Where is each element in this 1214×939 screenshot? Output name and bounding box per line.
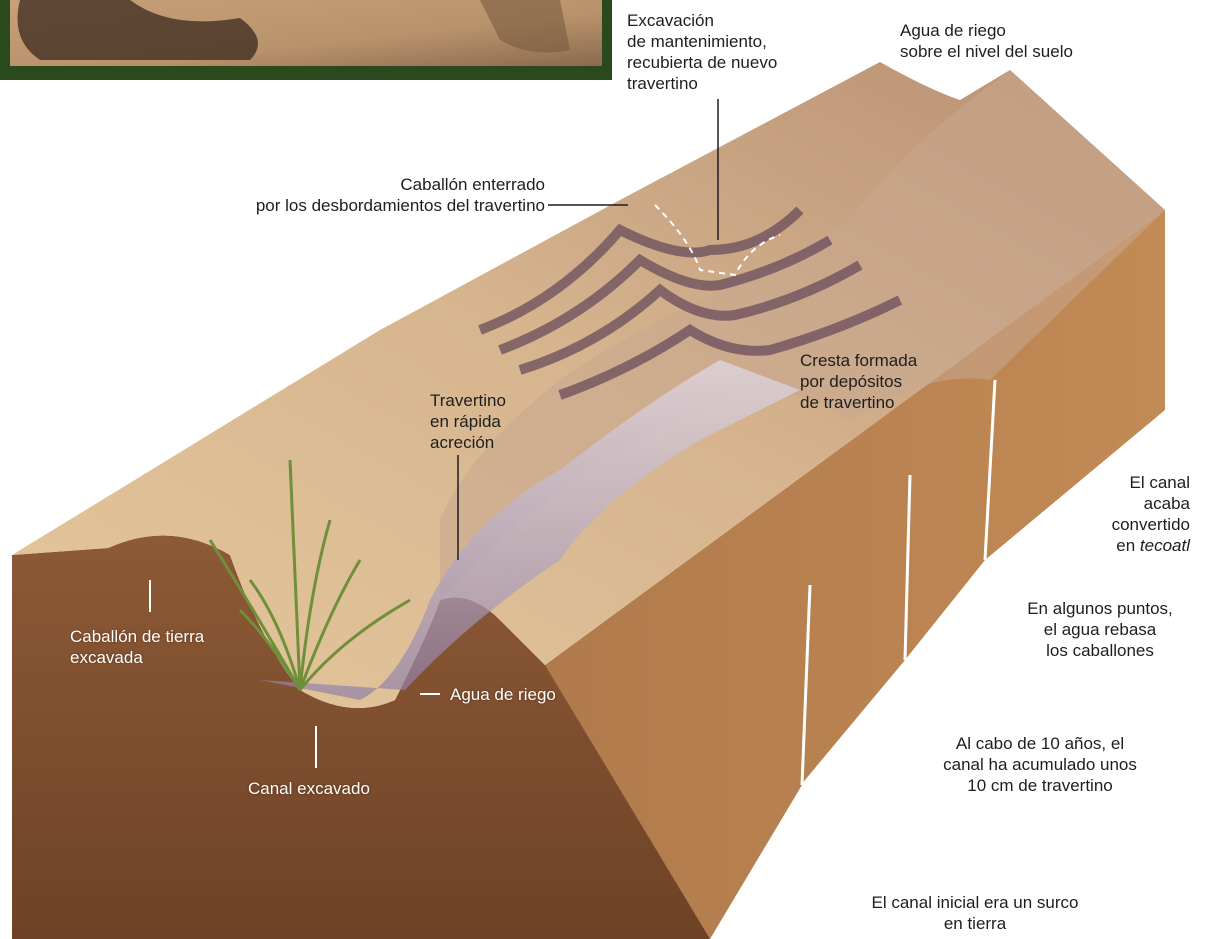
label-travertino-rapida: Travertino en rápida acreción: [430, 390, 550, 453]
label-canal-excavado: Canal excavado: [248, 778, 408, 799]
ground-photo-inset: [0, 0, 612, 80]
label-cresta-formada: Cresta formada por depósitos de traverti…: [800, 350, 950, 413]
label-agua-sobre-nivel: Agua de riego sobre el nivel del suelo: [900, 20, 1130, 62]
label-canal-inicial: El canal inicial era un surco en tierra: [840, 892, 1110, 934]
label-agua-riego: Agua de riego: [450, 684, 590, 705]
label-caballon-enterrado: Caballón enterrado por los desbordamient…: [205, 174, 545, 216]
label-al-cabo-10-anos: Al cabo de 10 años, el canal ha acumulad…: [920, 733, 1160, 796]
label-excavacion-mantenimiento: Excavación de mantenimiento, recubierta …: [627, 10, 847, 94]
label-canal-acaba: El canal acaba convertido en tecoatl: [1090, 472, 1190, 556]
label-algunos-puntos: En algunos puntos, el agua rebasa los ca…: [1010, 598, 1190, 661]
label-caballon-tierra: Caballón de tierra excavada: [70, 626, 240, 668]
label-tecoatl: tecoatl: [1140, 536, 1190, 555]
